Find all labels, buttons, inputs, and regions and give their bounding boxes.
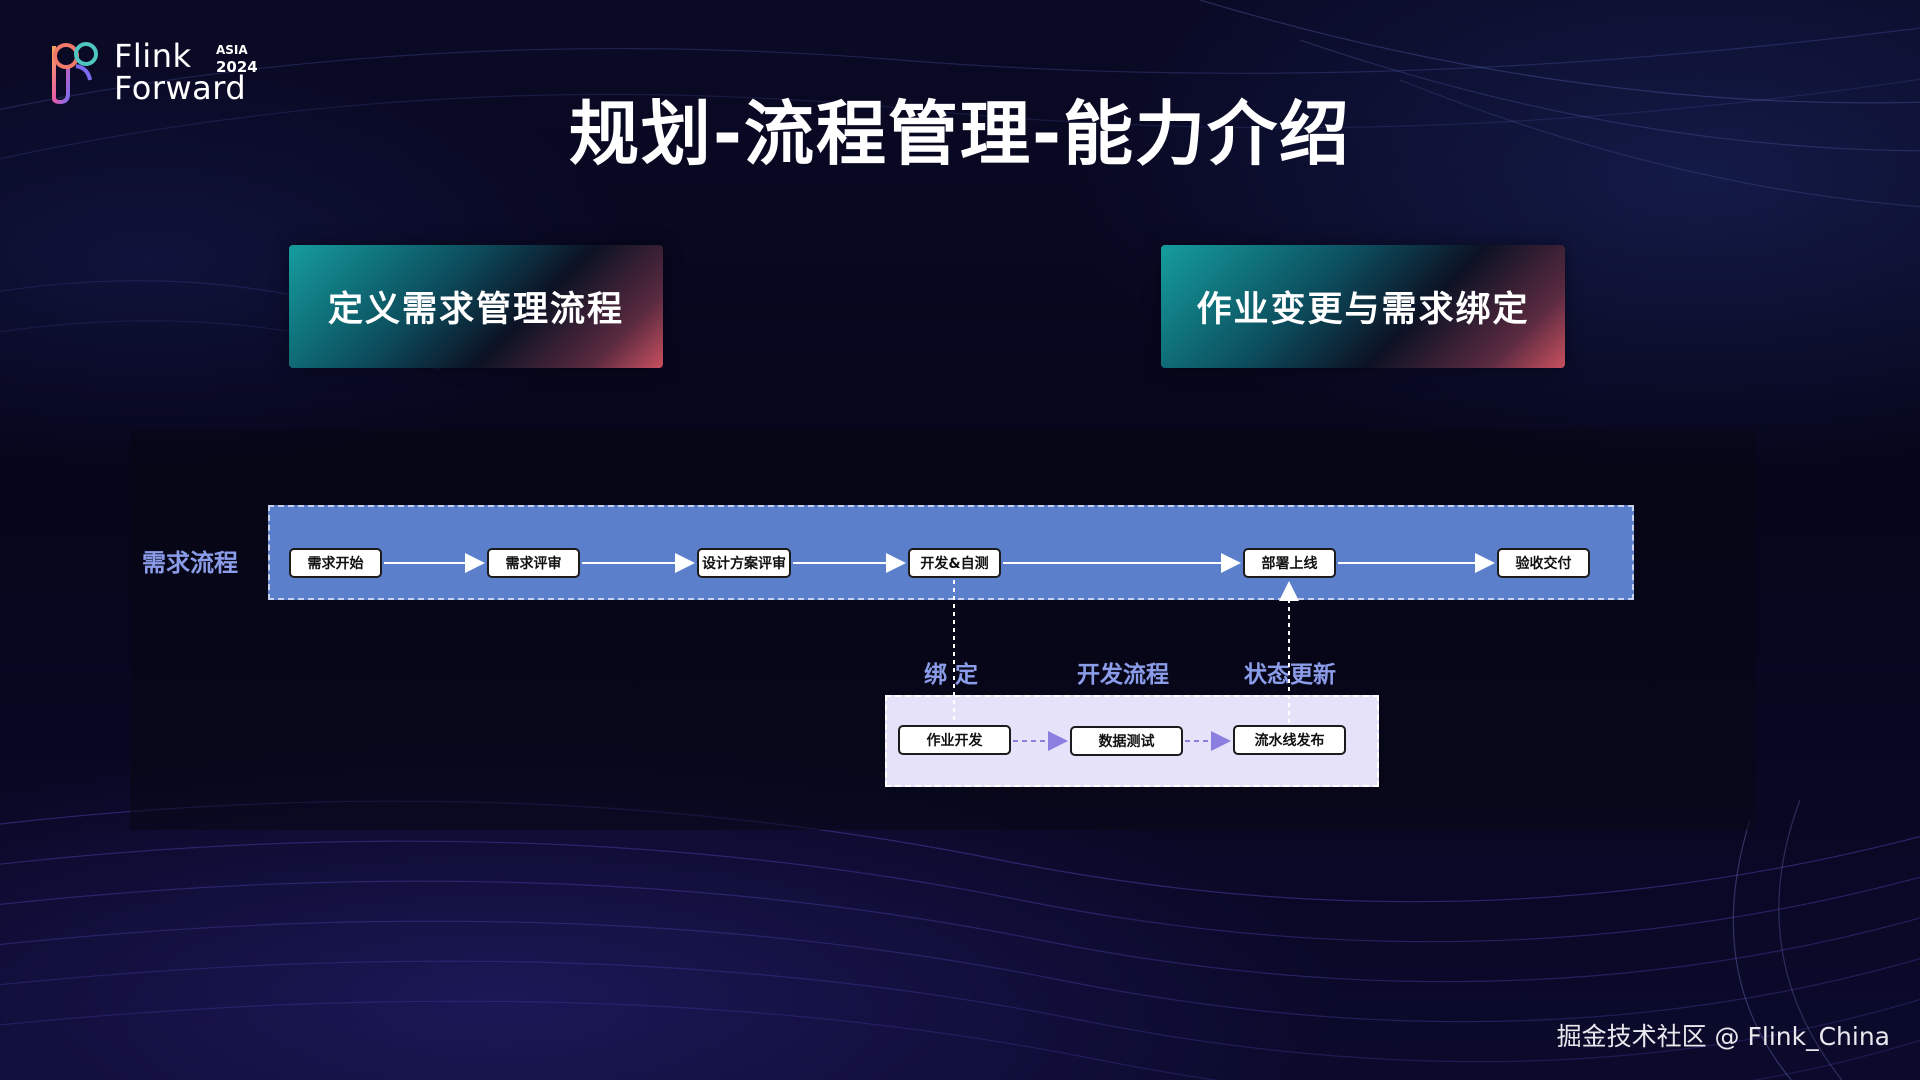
source-watermark: 掘金技术社区 @ Flink_China	[1556, 1022, 1890, 1051]
dev-step-node: 流水线发布	[1233, 725, 1346, 755]
req-step-node: 开发&自测	[908, 548, 1001, 578]
req-step-node: 验收交付	[1497, 548, 1590, 578]
capability-card-left: 定义需求管理流程	[289, 245, 663, 368]
flink-logo-icon	[52, 42, 98, 104]
capability-card-right: 作业变更与需求绑定	[1161, 245, 1565, 368]
logo-text-flink: Flink	[114, 37, 192, 75]
status-update-label: 状态更新	[1244, 662, 1336, 688]
logo-year: 2024	[216, 58, 258, 76]
req-step-node: 设计方案评审	[697, 548, 791, 578]
bind-label: 绑 定	[924, 662, 979, 688]
requirement-flow-label: 需求流程	[142, 549, 238, 577]
dev-flow-label: 开发流程	[1077, 662, 1169, 688]
flink-forward-logo: Flink Forward ASIA 2024	[48, 38, 268, 108]
req-step-node: 部署上线	[1243, 548, 1336, 578]
dev-step-node: 作业开发	[898, 725, 1011, 755]
req-step-node: 需求开始	[289, 548, 382, 578]
slide-title: 规划-流程管理-能力介绍	[568, 93, 1352, 175]
req-step-node: 需求评审	[487, 548, 580, 578]
logo-text-forward: Forward	[114, 69, 247, 107]
dev-step-node: 数据测试	[1070, 726, 1183, 756]
logo-region: ASIA	[216, 43, 248, 57]
